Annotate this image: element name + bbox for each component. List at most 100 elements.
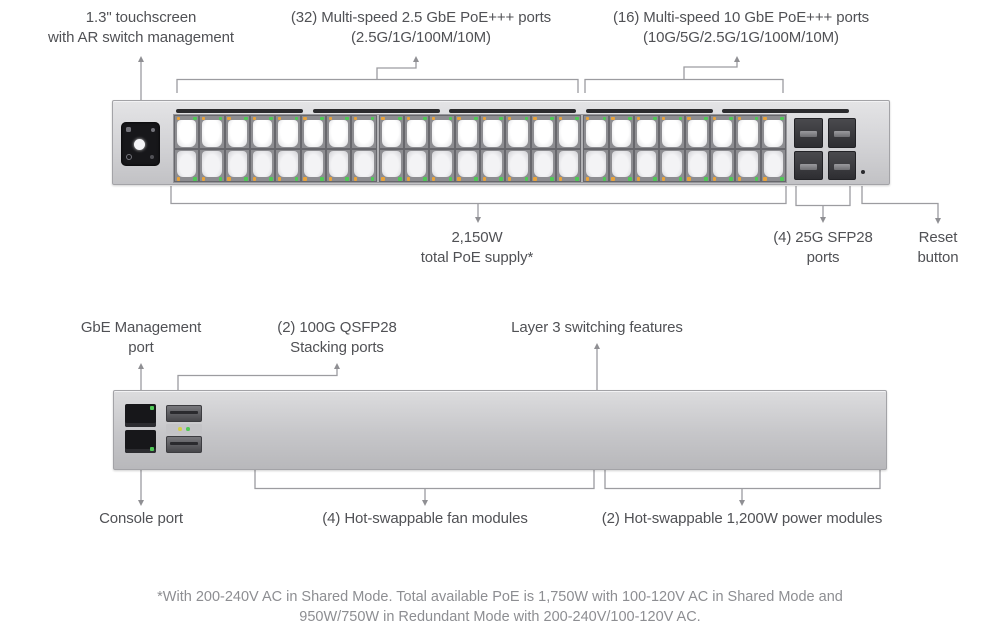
led-green: [628, 177, 632, 181]
led-orange: [712, 116, 716, 120]
rj45-jack: [611, 120, 631, 147]
rj45-port: [378, 115, 404, 149]
callout-fan-modules: (4) Hot-swappable fan modules: [305, 509, 545, 529]
led-green: [729, 116, 733, 120]
vent-slot: [585, 109, 713, 113]
led-green: [678, 116, 683, 120]
rj45-port: [608, 115, 634, 149]
callout-10gbe-line2: (10G/5G/2.5G/1G/100M/10M): [643, 29, 839, 46]
led-green: [345, 116, 349, 120]
led-orange: [277, 116, 282, 120]
led-yellow: [178, 427, 182, 431]
rj45-jack: [483, 120, 503, 147]
led-orange: [507, 116, 512, 120]
rj45-jack: [662, 120, 682, 147]
rj45-jack: [253, 120, 273, 147]
rj45-jack: [432, 150, 452, 177]
rj45-jack: [533, 120, 553, 147]
rj45-jack: [354, 150, 374, 177]
rj45-jack: [329, 120, 349, 147]
led-orange: [406, 177, 410, 181]
rj45-jack: [227, 150, 247, 177]
rj45-port: [199, 115, 225, 149]
led-orange: [661, 177, 666, 181]
led-orange: [585, 116, 590, 120]
callout-10gbe-line1: (16) Multi-speed 10 GbE PoE+++ ports: [612, 9, 870, 26]
led-orange: [176, 116, 180, 120]
rj45-port: [224, 148, 250, 182]
rj45-port: [556, 148, 582, 182]
screen-glyph-icon: [151, 128, 155, 132]
callout-10gbe-ports: (16) Multi-speed 10 GbE PoE+++ ports (10…: [591, 8, 891, 48]
rj45-jack: [381, 120, 401, 147]
rj45-port: [275, 148, 301, 182]
callout-qsfp-line2: Stacking ports: [290, 339, 384, 356]
rear-section-divider: [252, 391, 253, 469]
led-orange: [252, 177, 256, 181]
rj45-jack: [354, 120, 374, 147]
rj45-port: [429, 148, 455, 182]
led-orange: [611, 116, 615, 120]
rj45-port: [174, 148, 200, 182]
led-green: [575, 177, 579, 181]
rj45-jack: [303, 120, 323, 147]
rj45-port: [480, 148, 506, 182]
rj45-port: [275, 115, 301, 149]
rj45-jack: [533, 150, 553, 177]
port-bank: [376, 115, 582, 182]
footnote-line2: 950W/750W in Redundant Mode with 200-240…: [299, 608, 701, 625]
rj45-port: [659, 115, 685, 149]
led-green: [653, 177, 657, 181]
led-orange: [482, 116, 486, 120]
rj45-port: [608, 148, 634, 182]
led-orange: [763, 177, 767, 181]
callout-touchscreen-line2: with AR switch management: [48, 29, 234, 46]
rj45-jack: [329, 150, 349, 177]
led-orange: [201, 116, 206, 120]
rj45-jack: [177, 150, 197, 177]
rj45-jack: [303, 150, 323, 177]
rj45-jack: [483, 150, 503, 177]
callout-console-port: Console port: [41, 509, 241, 529]
led-green: [423, 116, 427, 120]
vent-slot: [312, 109, 440, 113]
callout-qsfp-ports: (2) 100G QSFP28 Stacking ports: [237, 318, 437, 358]
mgmt-rj45-port: [125, 404, 156, 427]
rj45-port: [480, 115, 506, 149]
callout-sfp28-line2: ports: [806, 249, 840, 266]
led-green: [704, 116, 708, 120]
rj45-port: [530, 148, 556, 182]
rj45-jack: [713, 150, 733, 177]
callout-25gbe-line2: (2.5G/1G/100M/10M): [351, 29, 491, 46]
led-green: [193, 177, 197, 181]
rj45-port: [684, 148, 710, 182]
rj45-jack: [278, 120, 298, 147]
rj45-port: [404, 115, 430, 149]
rj45-jack: [637, 150, 657, 177]
rj45-port: [250, 148, 276, 182]
led-green: [754, 177, 759, 181]
led-orange: [687, 116, 691, 120]
callout-poe-line1: 2,150W: [451, 229, 503, 246]
rj45-port: [300, 115, 326, 149]
led-green: [218, 177, 223, 181]
led-green: [575, 116, 579, 120]
led-green: [653, 116, 657, 120]
screen-glyph-icon: [150, 155, 154, 159]
screen-glyph-icon: [126, 127, 131, 132]
led-green: [150, 447, 154, 451]
led-orange: [252, 116, 256, 120]
led-orange: [558, 177, 562, 181]
rj45-port: [735, 148, 761, 182]
led-orange: [636, 116, 640, 120]
led-orange: [303, 177, 307, 181]
led-green: [729, 177, 733, 181]
sfp28-cage: [827, 118, 856, 148]
rj45-port: [530, 115, 556, 149]
rj45-port: [710, 115, 736, 149]
vent-slot: [176, 109, 303, 113]
led-green: [398, 116, 402, 120]
rj45-port: [634, 148, 660, 182]
callout-25gbe-ports: (32) Multi-speed 2.5 GbE PoE+++ ports (2…: [271, 8, 571, 48]
led-orange: [227, 116, 231, 120]
